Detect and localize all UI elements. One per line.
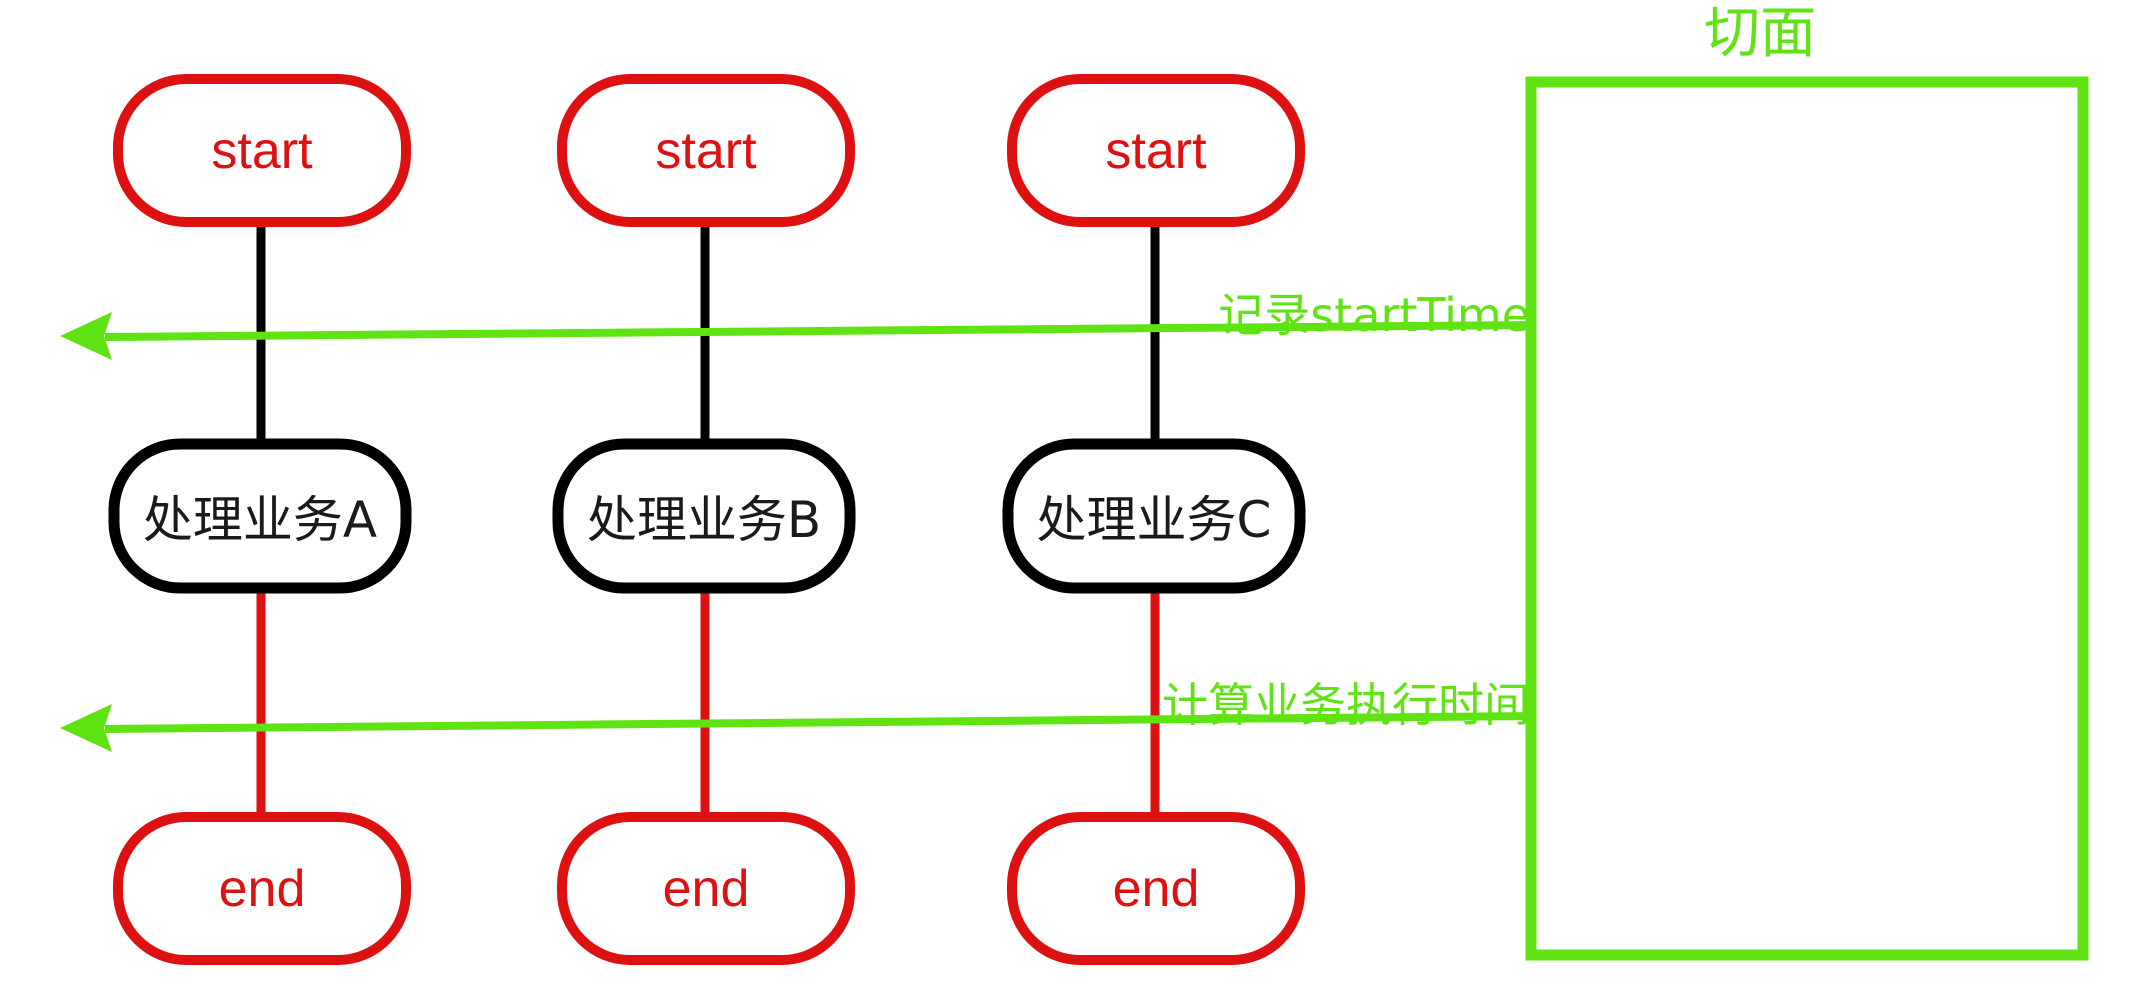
node-process-b[interactable] (552, 438, 856, 594)
node-group-process (108, 438, 1306, 594)
node-start-a[interactable] (113, 74, 411, 227)
node-end-c[interactable] (1007, 812, 1305, 965)
node-process-a[interactable] (108, 438, 412, 594)
connector-group-process-to-end (256, 586, 1160, 818)
node-end-a[interactable] (113, 812, 411, 965)
advice-label-compute-duration: 计算业务执行时间 (1162, 678, 1530, 732)
advice-arrowhead-1 (60, 312, 112, 360)
node-group-end (113, 812, 1305, 965)
node-group-start (113, 74, 1305, 227)
advice-label-record-start-time: 记录startTime (1218, 288, 1530, 342)
advice-arrow-compute-duration[interactable] (60, 704, 1535, 752)
advice-arrow-line-2 (104, 712, 1535, 733)
node-start-b[interactable] (557, 74, 855, 227)
node-end-b[interactable] (557, 812, 855, 965)
node-start-c[interactable] (1007, 74, 1305, 227)
aspect-box[interactable] (1525, 76, 2089, 961)
advice-arrowhead-2 (60, 704, 112, 752)
aspect-box-title: 切面 (1704, 1, 1816, 66)
advice-arrow-line-1 (104, 321, 1535, 341)
node-process-c[interactable] (1002, 438, 1306, 594)
advice-arrow-record-start-time[interactable] (60, 312, 1535, 360)
